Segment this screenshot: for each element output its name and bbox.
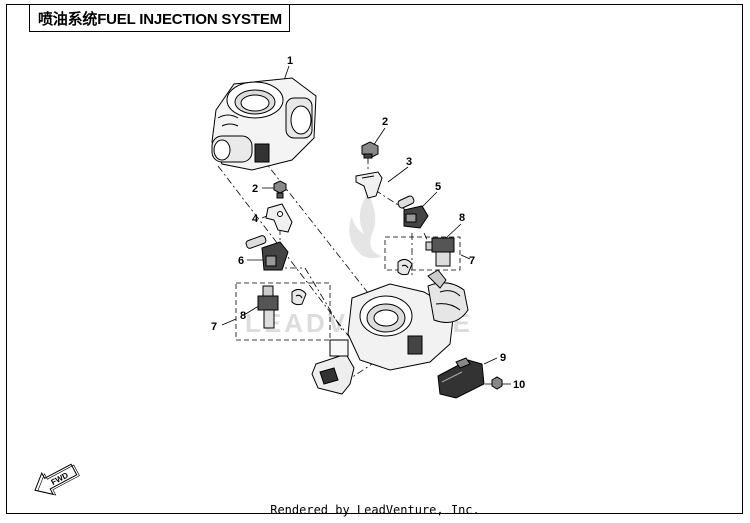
throttle-body-part (211, 77, 317, 171)
callout-7-right: 7 (469, 255, 475, 267)
callout-2-right: 2 (382, 116, 388, 128)
injector-cap-part-6 (245, 235, 289, 271)
injector-part-right (397, 237, 455, 276)
injector-part-left (257, 285, 307, 329)
callout-8-right: 8 (459, 212, 465, 224)
injector-cap-part-5 (397, 195, 429, 229)
bracket-part-3 (355, 171, 383, 199)
bracket-outlines (235, 236, 461, 341)
intake-connector-part (311, 339, 355, 395)
bolt-part-left (273, 180, 287, 199)
callout-9: 9 (500, 352, 506, 364)
sensor-part-9 (437, 357, 485, 399)
callout-7-left: 7 (211, 321, 217, 333)
page-title: 喷油系统FUEL INJECTION SYSTEM (29, 4, 290, 32)
callout-8-left: 8 (240, 310, 246, 322)
bolt-part-right (361, 141, 379, 159)
bracket-part-4 (265, 203, 293, 233)
callout-2-left: 2 (252, 183, 258, 195)
callout-1: 1 (287, 55, 293, 67)
footer-credit: Rendered by LeadVenture, Inc. (270, 503, 480, 517)
bolt-part-10 (491, 376, 503, 390)
callout-6: 6 (238, 255, 244, 267)
callout-5: 5 (435, 181, 441, 193)
fwd-arrow-icon: FWD (34, 463, 80, 496)
central-assembly (347, 269, 469, 371)
callout-10: 10 (513, 379, 525, 391)
callout-4: 4 (252, 213, 259, 225)
diagram-frame (6, 4, 743, 514)
callout-3: 3 (406, 156, 412, 168)
